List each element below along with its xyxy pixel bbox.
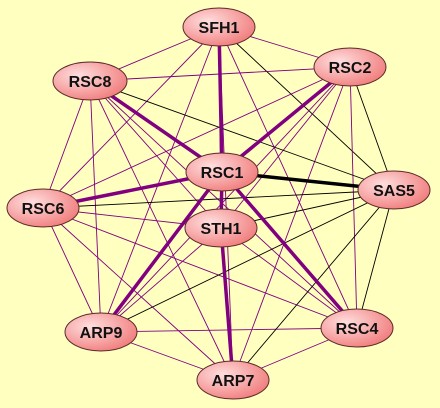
node-shape[interactable] — [185, 152, 259, 192]
node-rsc8[interactable]: RSC8 — [52, 61, 128, 101]
edge-rsc8-rsc6 — [42, 80, 91, 209]
edge-rsc6-rsc4 — [42, 207, 358, 329]
node-arp7[interactable]: ARP7 — [196, 360, 270, 400]
edge-rsc2-rsc4 — [349, 66, 358, 329]
edge-rsc2-arp7 — [232, 66, 351, 381]
node-rsc2[interactable]: RSC2 — [313, 47, 387, 87]
edge-sth1-rsc4 — [220, 227, 358, 329]
node-shape[interactable] — [357, 170, 431, 210]
node-label: STH1 — [201, 221, 242, 238]
node-rsc6[interactable]: RSC6 — [6, 188, 80, 228]
edge-arp9-sas5 — [100, 189, 395, 333]
node-label: RSC4 — [336, 321, 379, 338]
edge-rsc8-sth1 — [89, 80, 222, 229]
edge-rsc6-sas5 — [42, 189, 395, 209]
edge-rsc6-arp7 — [42, 207, 234, 381]
node-label: RSC2 — [329, 60, 372, 77]
edge-rsc2-arp9 — [100, 66, 351, 333]
node-shape[interactable] — [64, 312, 138, 352]
node-shape[interactable] — [313, 47, 387, 87]
node-arp9[interactable]: ARP9 — [64, 312, 138, 352]
edge-sfh1-sas5 — [218, 26, 395, 191]
edge-rsc8-sas5 — [89, 80, 395, 191]
node-label: SAS5 — [373, 183, 415, 200]
node-shape[interactable] — [320, 308, 394, 348]
node-shape[interactable] — [52, 61, 128, 101]
node-shape[interactable] — [6, 188, 80, 228]
node-label: RSC6 — [22, 201, 65, 218]
edge-sth1-arp9 — [100, 227, 222, 333]
edge-rsc8-arp9 — [89, 80, 102, 333]
edge-rsc2-sth1 — [220, 66, 351, 229]
edge-sth1-arp7 — [219, 226, 235, 382]
edge-rsc1-rsc4 — [220, 170, 359, 330]
node-sfh1[interactable]: SFH1 — [182, 7, 256, 47]
node-rsc1[interactable]: RSC1 — [185, 152, 259, 192]
edge-rsc1-sfh1 — [217, 25, 224, 174]
node-label: RSC8 — [69, 74, 112, 91]
edge-rsc1-arp9 — [99, 170, 224, 334]
node-label: SFH1 — [199, 20, 240, 37]
node-sth1[interactable]: STH1 — [184, 208, 258, 248]
edge-rsc6-arp9 — [42, 207, 102, 333]
node-shape[interactable] — [196, 360, 270, 400]
edge-sfh1-arp9 — [100, 26, 220, 333]
edge-sfh1-rsc6 — [42, 26, 220, 209]
node-rsc4[interactable]: RSC4 — [320, 308, 394, 348]
node-label: RSC1 — [201, 165, 244, 182]
node-shape[interactable] — [182, 7, 256, 47]
node-label: ARP9 — [80, 325, 123, 342]
node-shape[interactable] — [184, 208, 258, 248]
node-sas5[interactable]: SAS5 — [357, 170, 431, 210]
edge-rsc4-sas5 — [356, 189, 395, 329]
edge-rsc2-sas5 — [349, 66, 395, 191]
node-label: ARP7 — [212, 373, 255, 390]
edge-arp7-sas5 — [232, 189, 395, 381]
edge-rsc1-rsc2 — [220, 65, 352, 174]
